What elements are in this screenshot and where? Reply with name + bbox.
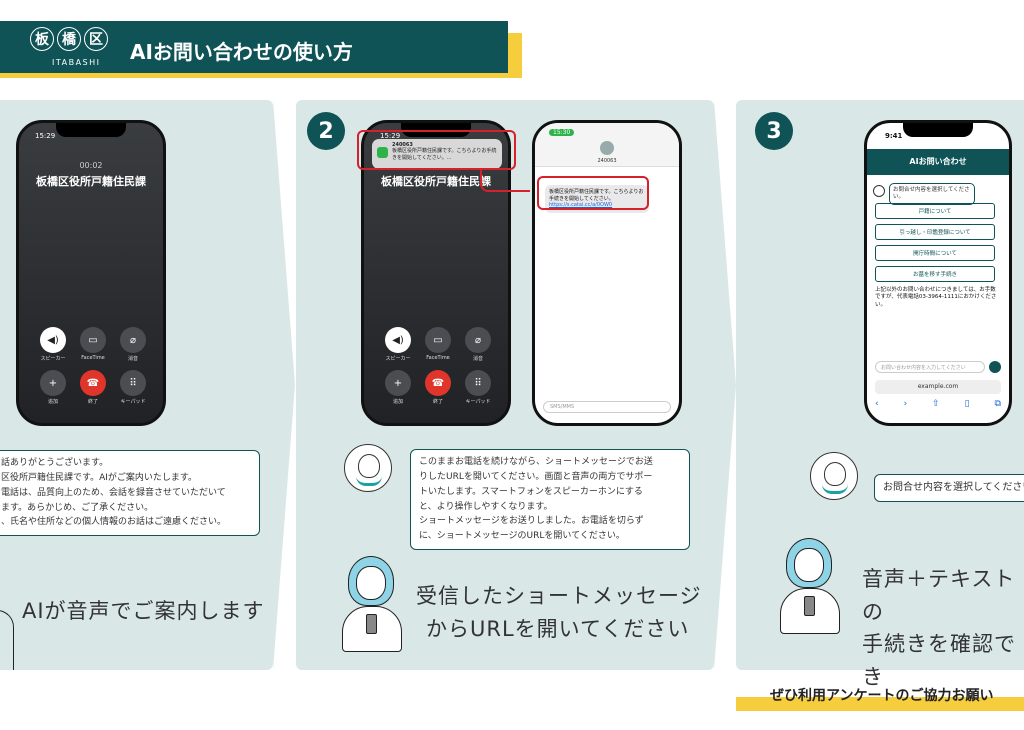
speaker-icon: ◀) [385,327,411,353]
video-icon: ▭ [80,327,106,353]
woman-phone-illustration [340,556,404,656]
red-arrow [480,170,530,192]
operator-icon [873,185,885,197]
option-button[interactable]: お墓を移す手続き [875,266,995,282]
step-arrow [714,100,736,670]
mute-button[interactable]: ⌀消音 [113,327,153,362]
keypad-button[interactable]: ⠿キーパッド [458,370,498,405]
speaker-button[interactable]: ◀)スピーカー [33,327,73,362]
keypad-icon: ⠿ [120,370,146,396]
step3-message-box: お問合せ内容を選択してください [874,474,1024,502]
hangup-icon: ☎ [425,370,451,396]
operator-icon [810,452,858,500]
send-icon[interactable] [989,361,1001,373]
hangup-icon: ☎ [80,370,106,396]
status-time: 9:41 [885,132,903,140]
forward-icon[interactable]: › [903,399,908,409]
woman-phone-illustration [778,538,842,638]
person-illustration [0,610,14,670]
sms-link[interactable]: https://s.catai.cc/a/0OW0 [549,202,613,208]
chat-screen-phone: 9:41 AIお問い合わせ お問合せ内容を選択してください。 戸籍について 引っ… [864,120,1012,426]
step2-caption: 受信したショートメッセージ からURLを開いてください [416,584,702,641]
sms-highlight [537,176,649,210]
status-time: 15:29 [35,132,56,140]
add-call-button[interactable]: +追加 [378,370,418,405]
option-button[interactable]: 戸籍について [875,203,995,219]
header-banner [0,21,508,73]
browser-url[interactable]: example.com [875,380,1001,394]
keypad-icon: ⠿ [465,370,491,396]
add-call-button[interactable]: +追加 [33,370,73,405]
option-button[interactable]: 引っ越し・印鑑登録について [875,224,995,240]
message-app-icon [377,147,388,158]
keypad-button[interactable]: ⠿キーパッド [113,370,153,405]
caller-name: 板橋区役所戸籍住民課 [36,175,146,188]
chat-info: 上記以外のお問い合わせにつきましては、お手数ですが、代表電話03-3964-11… [875,287,997,308]
mic-off-icon: ⌀ [120,327,146,353]
sms-notification[interactable]: 240063 板橋区役所戸籍住民課です。こちらよりお手続きを開始してください。.… [372,139,502,169]
step-number: 3 [755,112,793,150]
logo-char: 板 [30,27,54,51]
add-person-icon: + [385,370,411,396]
speaker-icon: ◀) [40,327,66,353]
mic-off-icon: ⌀ [465,327,491,353]
end-call-button[interactable]: ☎終了 [418,370,458,405]
sms-screen-phone: 15:30 240063 板橋区役所戸籍住民課です。こちらよりお手続きを開始して… [532,120,682,426]
back-icon[interactable]: ‹ [875,399,879,409]
ai-greeting-box: 話ありがとうございます。 区役所戸籍住民課です。AIがご案内いたします。 電話は… [0,450,260,536]
share-icon[interactable]: ⇧ [932,399,940,409]
chat-input[interactable]: お問い合わせ内容を入力してください [875,361,985,373]
survey-note: ぜひ利用アンケートのご協力お願い [770,688,994,704]
sms-bubble: 板橋区役所戸籍住民課です。こちらよりお手続きを開始してください。 https:/… [545,185,649,213]
chat-title: AIお問い合わせ [867,149,1009,175]
step-arrow [273,100,295,670]
logo-char: 区 [84,27,108,51]
mute-button[interactable]: ⌀消音 [458,327,498,362]
add-person-icon: + [40,370,66,396]
sms-input[interactable]: SMS/MMS [543,401,671,413]
tabs-icon[interactable]: ⧉ [994,399,1001,409]
logo-char: 橋 [57,27,81,51]
notification-highlight [357,130,516,170]
footer-accent [736,697,1024,711]
contact-name: 240063 [597,158,617,164]
page-title: AIお問い合わせの使い方 [130,40,353,64]
chat-question: お問合せ内容を選択してください。 [889,183,975,206]
sms-instruction-box: このままお電話を続けながら、ショートメッセージでお送 りしたURLを開いてくださ… [410,449,690,550]
logo-subtitle: ITABASHI [52,58,101,67]
video-icon: ▭ [425,327,451,353]
facetime-button[interactable]: ▭FaceTime [73,327,113,362]
call-screen-phone: 15:29 板橋区役所戸籍住民課 ◀)スピーカー ▭FaceTime ⌀消音 +… [361,120,511,426]
step-number: 2 [307,112,345,150]
facetime-button[interactable]: ▭FaceTime [418,327,458,362]
itabashi-logo: 板 橋 区 ITABASHI [30,27,108,67]
end-call-button[interactable]: ☎終了 [73,370,113,405]
speaker-button[interactable]: ◀)スピーカー [378,327,418,362]
operator-icon [344,444,392,492]
option-button[interactable]: 開庁時間について [875,245,995,261]
call-duration: 00:02 [79,161,103,170]
bookmarks-icon[interactable]: ▯ [964,399,970,409]
step3-caption: 音声＋テキストの 手続きを確認でき [862,567,1016,689]
contact-avatar [600,141,614,155]
status-time: 15:30 [549,129,575,136]
call-screen-phone: 15:29 00:02 板橋区役所戸籍住民課 ◀)スピーカー ▭FaceTime… [16,120,166,426]
step1-caption: AIが音声でご案内します [22,599,265,623]
